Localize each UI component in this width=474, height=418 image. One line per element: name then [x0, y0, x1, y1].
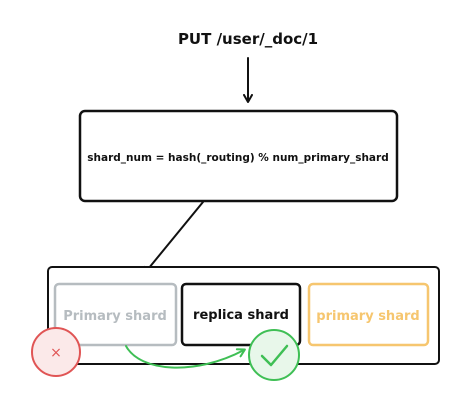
request-label: PUT /user/_doc/1: [178, 30, 318, 48]
x-glyph: ×: [50, 345, 62, 361]
replica-shard-label: replica shard: [193, 308, 289, 323]
routing-arrow: [142, 201, 204, 276]
primary-shard-box: [53, 282, 178, 347]
reroute-arrow: [125, 345, 246, 369]
primary-shard-label: Primary shard: [63, 309, 167, 324]
x-icon: ×: [31, 327, 81, 377]
formula-box: [78, 109, 399, 203]
check-icon: [248, 329, 300, 381]
formula-text: shard_num = hash(_routing) % num_primary…: [87, 152, 388, 164]
orange-primary-shard-box: [307, 282, 430, 347]
orange-primary-shard-label: primary shard: [316, 309, 419, 324]
